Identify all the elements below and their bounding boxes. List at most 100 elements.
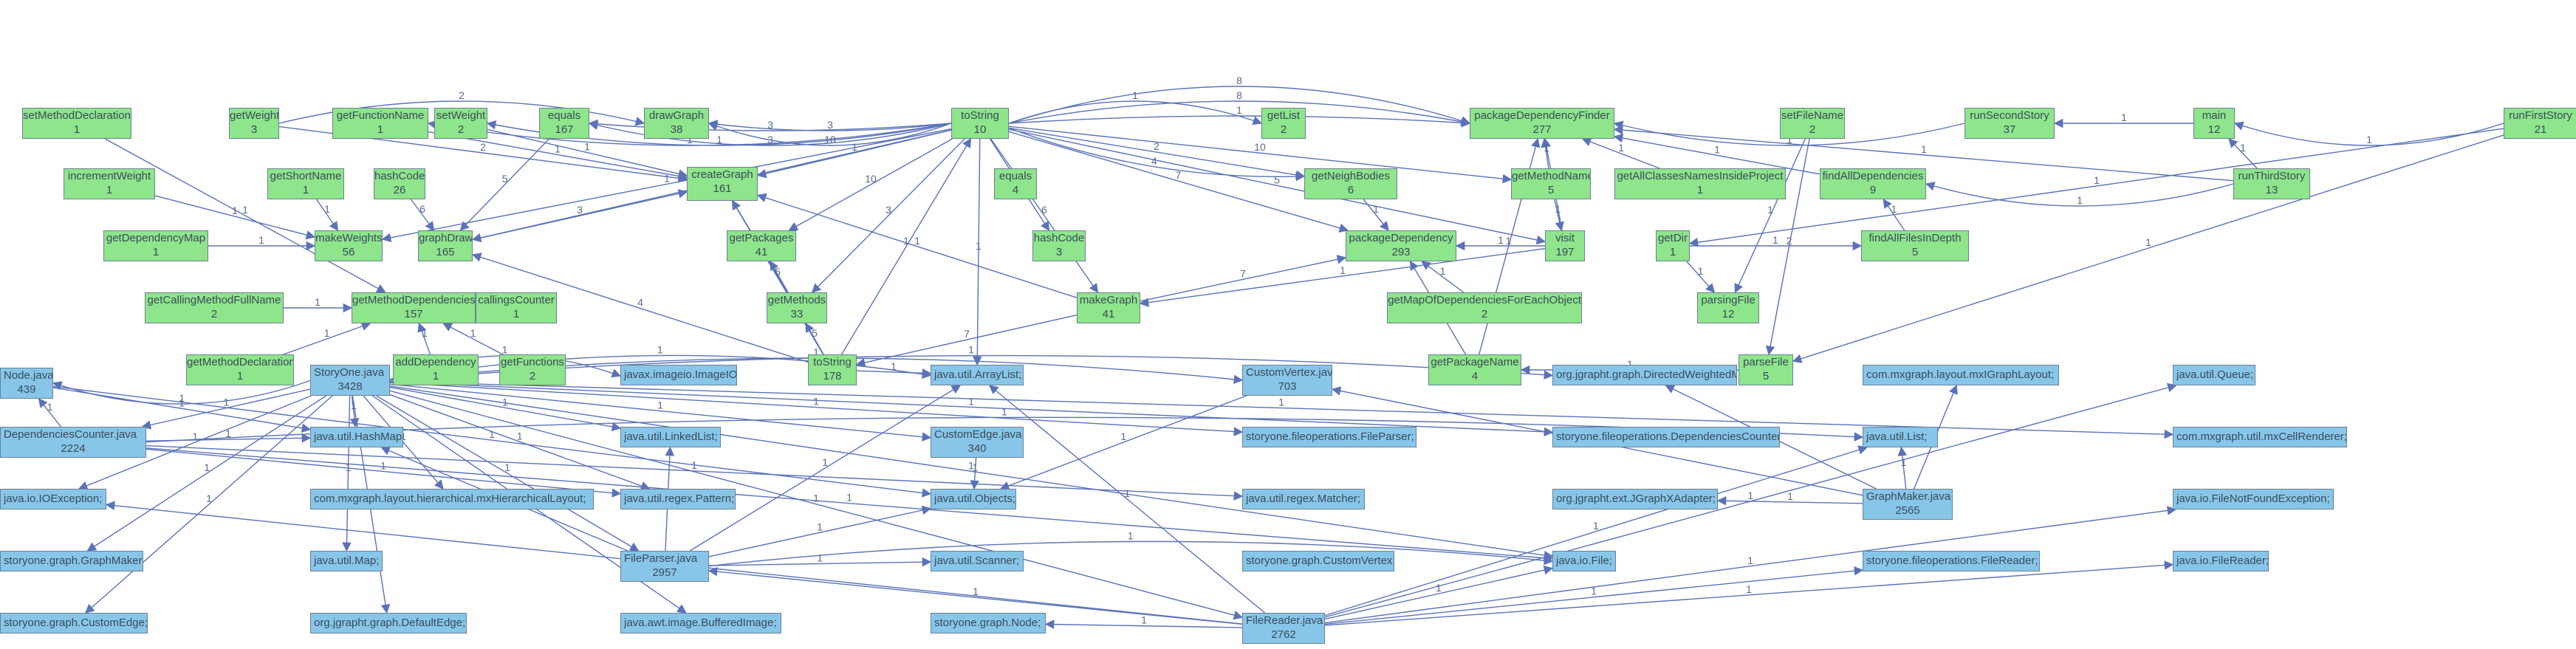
class-node-matcher[interactable]: java.util.regex.Matcher; [1242,489,1365,509]
class-node-customverteximp[interactable]: storyone.graph.CustomVertex; [1242,551,1394,571]
class-node-objects[interactable]: java.util.Objects; [931,489,1016,509]
node-label: getMethodDependencies [352,294,476,306]
class-node-nodeimp[interactable]: storyone.graph.Node; [931,613,1046,633]
node-label: hashCode [374,170,425,182]
class-node-arraylist[interactable]: java.util.ArrayList; [931,365,1024,385]
class-node-list[interactable]: java.util.List; [1863,427,1938,447]
dependency-edge [1541,137,1550,169]
class-node-filereaderimp[interactable]: storyone.fileoperations.FileReader; [1863,551,2040,571]
class-node-map[interactable]: java.util.Map; [310,551,383,571]
class-node-bufferedimage[interactable]: java.awt.image.BufferedImage; [620,613,781,633]
node-label: storyone.graph.Node; [934,617,1041,629]
class-node-directedweighted[interactable]: org.jgrapht.graph.DirectedWeightedM [1552,365,1737,385]
class-node-hashmap[interactable]: java.util.HashMap; [310,427,403,447]
class-node-jfilereader[interactable]: java.io.FileReader; [2173,551,2269,571]
node-count: 1 [432,370,439,382]
node-label: java.util.Queue; [2176,368,2254,381]
node-count: 37 [2003,123,2016,136]
dependency-edge [999,395,1247,490]
node-label: FileParser.java [624,552,698,565]
node-count: 2 [1280,123,1287,136]
dependency-edge [104,138,386,293]
node-label: storyone.graph.GraphMaker; [4,554,143,567]
class-node-mxgraphlayout[interactable]: com.mxgraph.layout.mxIGraphLayout; [1863,365,2059,385]
class-node-mxcellrenderer[interactable]: com.mxgraph.util.mxCellRenderer; [2173,427,2347,447]
class-node-defaultedge[interactable]: org.jgrapht.graph.DefaultEdge; [310,613,467,633]
dependency-edge [389,390,1244,620]
class-node-linkedlist[interactable]: java.util.LinkedList; [620,427,721,447]
class-node-pattern[interactable]: java.util.regex.Pattern; [620,489,736,509]
dependency-edge [84,395,333,614]
class-node-scanner[interactable]: java.util.Scanner; [931,551,1024,571]
edge-weight-label: 7 [964,328,970,340]
class-node-customedgeimp[interactable]: storyone.graph.CustomEdge; [0,613,148,633]
class-node-filenotfound[interactable]: java.io.FileNotFoundException; [2173,489,2334,509]
class-node-mxhierarchical[interactable]: com.mxgraph.layout.hierarchical.mxHierar… [310,489,594,509]
class-node-graphmakerimp[interactable]: storyone.graph.GraphMaker; [0,551,143,571]
edge-weight-label: 1 [1767,204,1773,216]
class-node-file[interactable]: java.io.File; [1552,551,1616,571]
class-node-depcounterimp[interactable]: storyone.fileoperations.DependenciesCoun… [1552,427,1780,447]
class-node-queue[interactable]: java.util.Queue; [2173,365,2255,385]
class-node-imageio[interactable]: javax.imageio.ImageIO; [620,365,737,385]
edge-weight-label: 3 [827,119,833,131]
class-node-fileparserimp[interactable]: storyone.fileoperations.FileParser; [1242,427,1417,447]
class-node-jgraphxadapter[interactable]: org.jgrapht.ext.JGraphXAdapter; [1552,489,1718,509]
class-node-ioexception[interactable]: java.io.IOException; [0,489,106,509]
node-label: setWeight [436,109,486,122]
